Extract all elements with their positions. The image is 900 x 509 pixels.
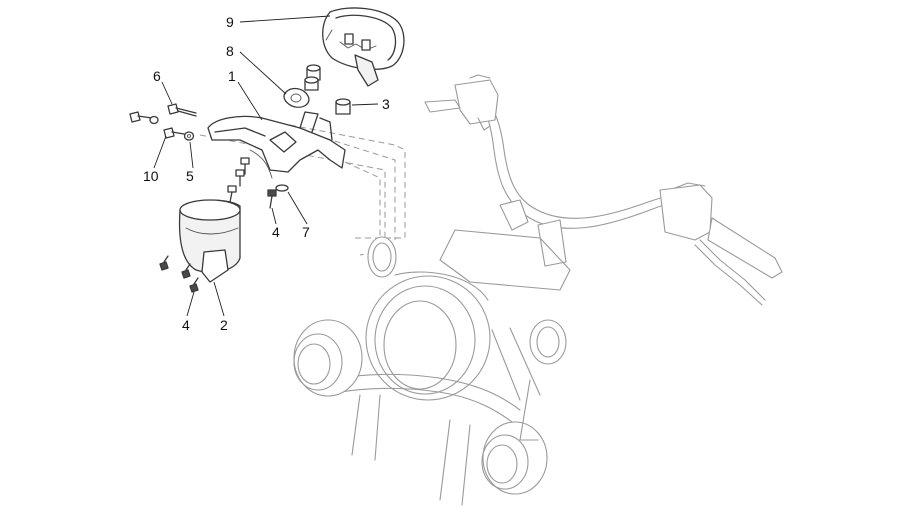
callout-9: 9 [226,14,234,30]
part-8-gasket [283,87,310,108]
part-1-bracket [207,111,346,179]
motorcycle-front-assembly [293,74,783,506]
callout-6: 6 [153,68,161,84]
callout-8: 8 [226,43,234,59]
callout-3: 3 [382,96,390,112]
callout-1: 1 [228,68,236,84]
fasteners-left [129,103,197,141]
part-2-rear-cover [178,199,241,283]
callout-4-lower: 4 [182,317,190,333]
callout-10: 10 [143,168,159,184]
callout-4-upper: 4 [272,224,280,240]
fasteners-lower [159,255,199,293]
part-9-instrument-cluster [322,7,405,87]
leader-lines [153,15,379,317]
callout-2: 2 [220,317,228,333]
fasteners-center [227,157,289,209]
spacers [304,64,351,115]
callout-5: 5 [186,168,194,184]
callout-7: 7 [302,224,310,240]
callout-labels: 9 8 6 1 3 10 5 4 7 4 2 [143,14,390,333]
